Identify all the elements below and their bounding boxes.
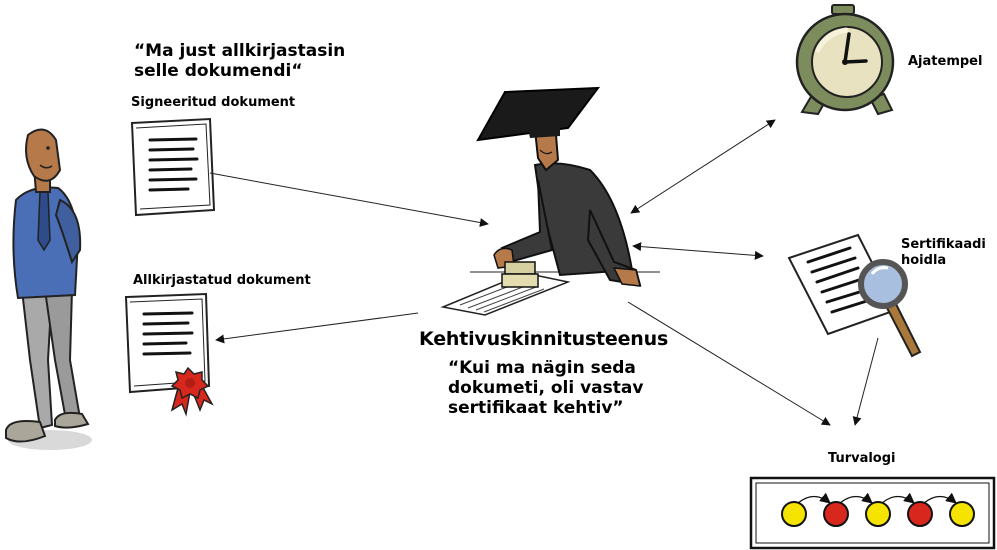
arrow-signed-to-service bbox=[209, 172, 489, 227]
timestamp-clock-icon bbox=[795, 4, 895, 116]
log-entry-yellow bbox=[781, 501, 807, 527]
arrow-service-timestamp bbox=[630, 119, 776, 214]
user-figure bbox=[5, 128, 92, 450]
service-quote: “Kui ma nägin seda dokumeti, oli vastav … bbox=[448, 358, 644, 418]
security-log-label: Turvalogi bbox=[828, 451, 896, 466]
stamped-document-label: Allkirjastatud dokument bbox=[133, 273, 311, 288]
log-entry-red bbox=[907, 501, 933, 527]
signed-document-label: Signeeritud dokument bbox=[131, 95, 296, 110]
log-entry-red bbox=[823, 501, 849, 527]
signed-document-icon bbox=[130, 117, 216, 217]
log-entry-yellow bbox=[949, 501, 975, 527]
wax-seal-icon bbox=[170, 366, 214, 417]
log-link-arrow bbox=[923, 492, 957, 504]
log-link-arrow bbox=[839, 492, 873, 504]
security-log-entries bbox=[781, 492, 975, 527]
user-quote: “Ma just allkirjastasin selle dokumendi“ bbox=[134, 41, 346, 81]
arrow-certstore-to-log bbox=[852, 337, 879, 426]
certificate-store-label: Sertifikaadi hoidla bbox=[901, 237, 986, 268]
log-link-arrow bbox=[797, 492, 831, 504]
arrow-service-certstore bbox=[632, 242, 764, 260]
arrow-service-to-log bbox=[627, 301, 831, 426]
magnifier-icon bbox=[858, 259, 922, 358]
service-title: Kehtivuskinnitusteenus bbox=[419, 328, 669, 350]
validation-service-figure bbox=[440, 86, 660, 316]
arrow-service-to-stamped bbox=[215, 312, 419, 344]
certificate-store-icon bbox=[787, 233, 898, 336]
log-entry-yellow bbox=[865, 501, 891, 527]
timestamp-label: Ajatempel bbox=[908, 54, 983, 69]
log-link-arrow bbox=[881, 492, 915, 504]
